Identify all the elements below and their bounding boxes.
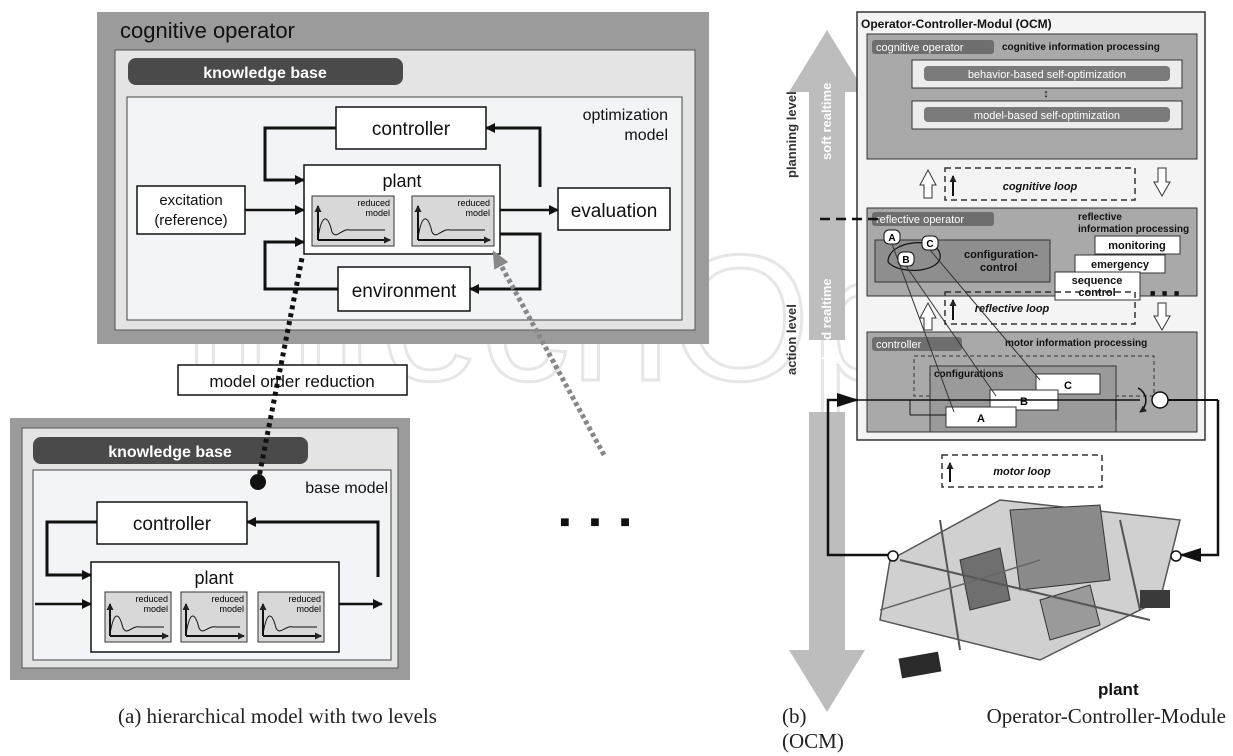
plant-top-label: plant [382, 171, 421, 191]
configuration-control-label-2: control [980, 262, 1017, 274]
cognitive-operator-chip: cognitive operator [876, 42, 964, 54]
more-modules-dots: ■ ■ ■ [1150, 288, 1181, 298]
optimization-label-1: optimization [583, 107, 668, 124]
cognitive-info-label: cognitive information processing [1002, 42, 1160, 53]
svg-text:model: model [296, 604, 321, 614]
reflective-info-label-1: reflective [1078, 212, 1122, 223]
sequence-label-2: control [1078, 287, 1115, 299]
cognitive-loop-label: cognitive loop [1003, 181, 1078, 193]
motor-loop-box [941, 454, 1103, 488]
svg-text:model: model [143, 604, 168, 614]
knowledge-base-top-label: knowledge base [203, 65, 327, 82]
sequence-label-1: sequence [1072, 275, 1123, 287]
reduced-model-thumb-5: reduced model [257, 591, 325, 643]
plant-vehicle-illustration [879, 499, 1182, 679]
evaluation-label: evaluation [571, 201, 658, 222]
knowledge-base-bottom-label: knowledge base [108, 444, 232, 461]
base-model-panel: knowledge base base model controller pla… [10, 418, 410, 680]
excitation-label-2: (reference) [154, 212, 227, 229]
plant-label: plant [1098, 680, 1139, 699]
optimization-label-2: model [624, 127, 668, 144]
svg-text:reduced: reduced [135, 594, 168, 604]
controller-chip: controller [876, 339, 922, 351]
plant-bottom-label: plant [194, 568, 233, 588]
emergency-label: emergency [1091, 259, 1150, 271]
exchange-arrow: ↕ [1043, 88, 1049, 100]
caption-b-title: Operator-Controller-Module [987, 704, 1226, 728]
action-level-arrow [789, 412, 865, 712]
svg-text:model: model [465, 208, 490, 218]
reflective-info-label-2: information processing [1078, 224, 1189, 235]
soft-realtime-label: soft realtime [819, 83, 834, 160]
config-node-b: B [902, 255, 909, 266]
caption-b-ocm: (OCM) [782, 729, 844, 753]
cognitive-operator-title: cognitive operator [120, 18, 295, 43]
reduced-model-link-arrow [492, 250, 607, 457]
config-node-c: C [926, 239, 933, 250]
controller-bottom-label: controller [133, 514, 212, 535]
motor-loop-output-line [1179, 400, 1220, 562]
config-node-a: A [888, 233, 895, 244]
motor-info-label: motor information processing [1005, 338, 1147, 349]
model-based-label: model-based self-optimization [974, 110, 1120, 122]
svg-text:model: model [219, 604, 244, 614]
svg-text:reduced: reduced [357, 198, 390, 208]
ocm-title: Operator-Controller-Modul (OCM) [861, 17, 1052, 31]
controller-top-label: controller [372, 119, 451, 140]
reduced-model-thumb-3: reduced model [104, 591, 172, 643]
motor-loop-input-line [826, 393, 890, 557]
svg-text:model: model [365, 208, 390, 218]
svg-text:reduced: reduced [211, 594, 244, 604]
behavior-based-label: behavior-based self-optimization [968, 69, 1126, 81]
reduced-model-thumb-4: reduced model [180, 591, 248, 643]
planning-level-label: planning level [784, 91, 799, 178]
model-order-reduction-arrow [255, 257, 305, 483]
config-c-label: C [1064, 380, 1072, 392]
svg-text:reduced: reduced [457, 198, 490, 208]
planning-level-arrow [789, 30, 865, 340]
configuration-control-label-1: configuration- [964, 249, 1038, 261]
svg-text:reduced: reduced [288, 594, 321, 604]
caption-a: (a) hierarchical model with two levels [118, 704, 437, 728]
environment-label: environment [352, 281, 457, 302]
ellipsis-marker: ■ ■ ■ [560, 514, 638, 531]
reduced-model-thumb-2: reduced model [411, 195, 495, 247]
config-b-label: B [1020, 396, 1028, 408]
hard-realtime-label: hard realtime [819, 278, 834, 360]
action-level-label: action level [784, 304, 799, 375]
base-model-label: base model [305, 480, 388, 497]
cognitive-operator-panel: cognitive operator knowledge base optimi… [97, 12, 709, 344]
monitoring-label: monitoring [1108, 240, 1165, 252]
configurations-label: configurations [934, 369, 1004, 380]
ocm-panel: planning level soft realtime action leve… [784, 11, 1218, 712]
reflective-loop-label: reflective loop [975, 303, 1050, 315]
model-order-reduction-label: model order reduction [209, 372, 374, 391]
reflective-operator-chip: reflective operator [876, 214, 964, 226]
base-model-anchor-dot [250, 474, 266, 490]
config-a-label: A [977, 413, 985, 425]
excitation-label-1: excitation [159, 192, 222, 209]
caption-b-label: (b) [782, 704, 807, 728]
model-order-reduction-box [177, 364, 408, 396]
motor-loop-label: motor loop [993, 466, 1051, 478]
reduced-model-thumb-1: reduced model [311, 195, 395, 247]
